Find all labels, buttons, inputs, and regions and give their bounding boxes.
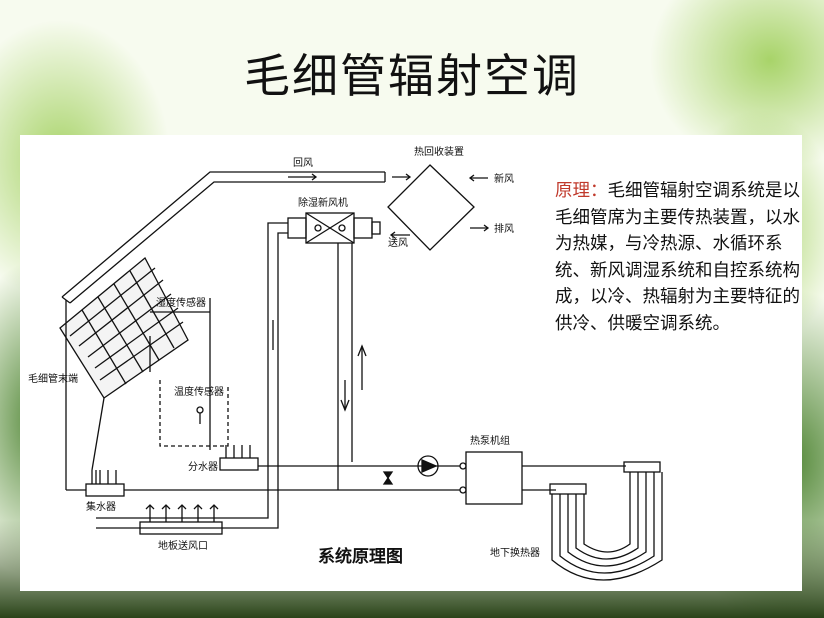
label-temp-sensor: 温度传感器: [174, 385, 224, 398]
return-air-duct: [61, 171, 386, 304]
label-supply-air: 送风: [388, 236, 408, 249]
label-collector: 集水器: [86, 500, 116, 513]
label-floor-supply: 地板送风口: [158, 539, 208, 552]
label-heat-pump: 热泵机组: [470, 434, 510, 447]
page-title: 毛细管辐射空调: [244, 49, 580, 103]
heat-pump-unit: [465, 451, 523, 505]
ground-heat-exchanger: [549, 461, 663, 581]
label-distributor: 分水器: [188, 461, 218, 473]
description-body: 毛细管辐射空调系统是以毛细管席为主要传热装置，以水为热媒，与冷热源、水循环系统、…: [555, 181, 800, 334]
system-diagram: 回风 热回收装置 新风 排风 送风 除湿新风机 湿度传感器 毛细管末端 温度传感…: [28, 145, 663, 581]
distributor: [219, 457, 259, 471]
label-ground-exchanger: 地下换热器: [490, 546, 540, 559]
circulation-pump: [417, 455, 439, 477]
capillary-mat: [59, 256, 189, 399]
label-return-air: 回风: [293, 157, 313, 169]
label-humidity-sensor: 湿度传感器: [156, 296, 206, 309]
floor-supply-outlet: [139, 521, 223, 535]
collector: [85, 483, 125, 497]
description-label: 原理：: [555, 181, 608, 201]
label-fresh-air: 新风: [494, 172, 514, 185]
label-dehumidification-unit: 除湿新风机: [298, 196, 348, 209]
description-text: 原理：毛细管辐射空调系统是以毛细管席为主要传热装置，以水为热媒，与冷热源、水循环…: [555, 178, 807, 337]
diagram-caption: 系统原理图: [318, 547, 403, 567]
label-capillary-end: 毛细管末端: [28, 372, 78, 385]
label-heat-recovery: 热回收装置: [414, 145, 464, 158]
diagram-panel: 回风 热回收装置 新风 排风 送风 除湿新风机 湿度传感器 毛细管末端 温度传感…: [20, 135, 802, 591]
heat-recovery-unit: [387, 164, 475, 251]
label-exhaust-air: 排风: [494, 222, 514, 235]
